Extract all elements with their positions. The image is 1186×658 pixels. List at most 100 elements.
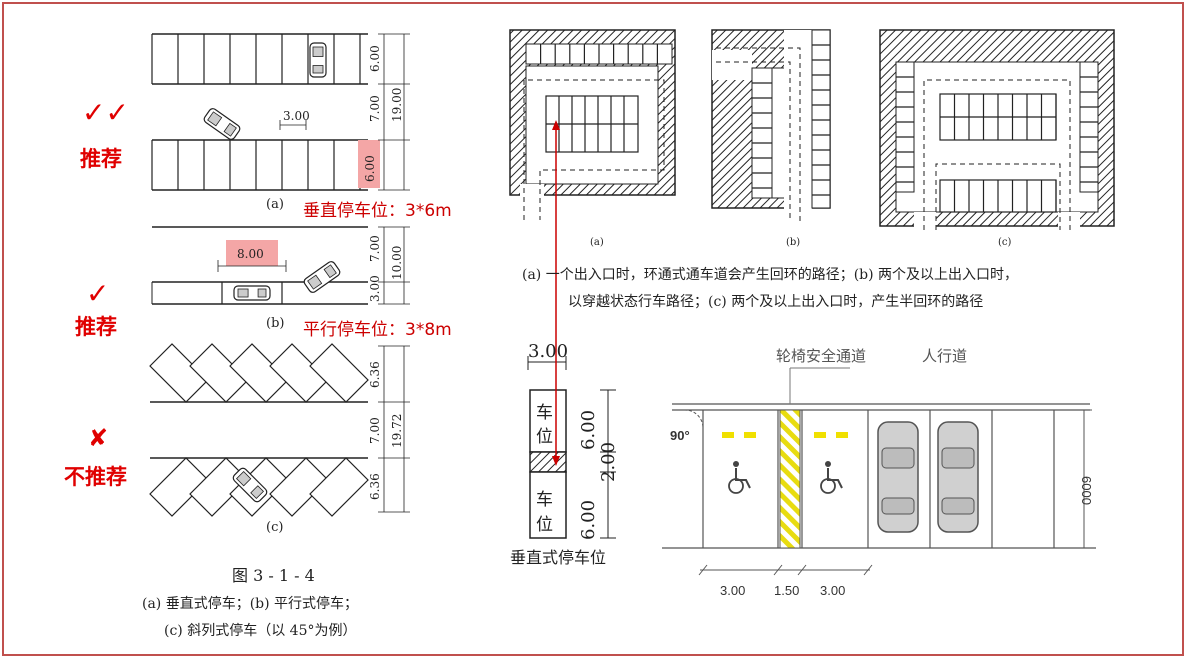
yellow-mark-1 [722,432,734,438]
stall-char-4: 位 [536,515,553,535]
connector-arrow-top [552,120,560,130]
left-parking-figure [149,33,410,517]
angled-stall [309,457,369,517]
left-stalls-c [895,61,915,193]
dim-a-bottom: 6.00 [363,155,377,182]
stall-char-2: 位 [536,427,553,447]
check-mark: ✓ [86,277,110,310]
wheelchair-aisle-hatch [779,409,801,549]
figure-label-a: (a) [266,197,284,212]
car-top-view-1 [877,421,919,533]
car-body [203,108,241,140]
not-recommend-label: 不推荐 [64,465,127,489]
drive-path-a [523,79,665,220]
width-dim-tick [797,564,807,576]
yellow-mark-3 [814,432,826,438]
width-dimension-a: 3.00 [283,109,310,123]
stall-hatch [529,451,567,473]
stall-width-dimension: 3.00 [528,341,569,362]
car-rear-window [941,497,975,515]
dim-c-total: 19.72 [390,413,404,448]
dim-a-top: 6.00 [368,45,382,72]
stall-char-3: 车 [536,490,553,510]
dim-b-total: 10.00 [390,245,404,280]
stall-box-lower [529,471,567,539]
parallel-stall-note: 平行停车位：3*8m [303,320,452,340]
exit-gap-c1 [914,212,936,228]
car-windshield [881,447,915,469]
exit-gap-c2 [1058,212,1080,228]
figure-caption-line2: (c) 斜列式停车（以 45°为例） [164,623,357,639]
road-b [784,30,812,210]
connector-arrow-bottom [552,456,560,466]
angled-stall [309,343,369,403]
wheelchair-wheel [728,478,744,494]
width-dim-tick [863,564,873,576]
sidewalk-label: 人行道 [922,348,968,365]
car-rear-window [223,122,237,137]
right-stalls-c [1079,61,1099,193]
stall-depth-2: 6.00 [578,499,599,540]
vertical-stall-note: 垂直停车位：3*6m [303,201,452,221]
accessible-depth-dimension: 6000 [1079,476,1094,505]
drive-path-c [923,79,1071,230]
stall-detail-caption: 垂直式停车位 [510,548,607,567]
car-rear-window [881,497,915,515]
width-dim-tick [773,564,783,576]
circulation-label-b: (b) [786,237,801,248]
dim-c-bottom: 6.36 [368,473,382,500]
car-a-parked [309,42,327,78]
stall-highlight-a [358,140,380,188]
left-stalls-b [751,67,773,199]
car-windshield [235,470,252,487]
car-rear-window [312,65,324,74]
angle-arc [683,409,704,429]
drive-path-b [716,61,791,222]
circulation-caption-line2: 以穿越状态行车路径；(c) 两个及以上出入口时，产生半回环的路径 [568,294,984,310]
car-body [937,421,979,533]
car-b-parked [233,285,271,301]
entry-gap-b [712,50,752,80]
accessible-parking-figure [662,367,1096,576]
car-body [303,261,341,293]
length-dimension-b: 8.00 [237,247,264,261]
figure-title: 图 3 - 1 - 4 [232,566,315,585]
wheelchair-head [825,461,831,467]
dim-c-mid: 7.00 [368,417,382,444]
wheelchair-aisle-label: 轮椅安全通道 [776,348,867,365]
accessible-dim-1: 3.00 [720,583,746,598]
stall-aisle-gap: 2.00 [598,441,619,482]
car-windshield [307,274,323,290]
cross-mark: ✘ [88,424,109,452]
dim-a-mid: 7.00 [368,95,382,122]
drive-path-b2 [716,47,801,222]
drive-path-c2 [935,163,1061,230]
length-highlight-b [226,240,278,266]
circulation-figures [509,29,1115,230]
dim-b-top: 7.00 [368,235,382,262]
car-windshield [237,288,249,298]
car-b-moving [303,261,341,293]
circulation-label-c: (c) [998,237,1012,248]
angle-label: 90° [670,428,690,443]
figure-caption-line1: (a) 垂直式停车；(b) 平行式停车； [142,596,359,612]
circulation-caption-line1: (a) 一个出入口时，环通式通车道会产生回环的路径；(b) 两个及以上出入口时， [522,267,1019,283]
yellow-mark-2 [744,432,756,438]
wheelchair-icon-1 [728,461,751,494]
double-check-mark: ✓✓ [82,96,129,129]
car-rear-window [250,485,265,500]
dim-a-total: 19.00 [390,87,404,122]
figure-label-c: (c) [266,520,284,535]
car-body [877,421,919,533]
car-rear-window [323,264,337,279]
wheelchair-wheel [820,478,836,494]
car-windshield [312,46,324,57]
accessible-dim-3: 3.00 [820,583,846,598]
figure-label-b: (b) [266,316,285,331]
car-c-parked [232,467,268,503]
recommend-label-b: 推荐 [75,315,117,339]
car-a-moving [203,108,241,140]
